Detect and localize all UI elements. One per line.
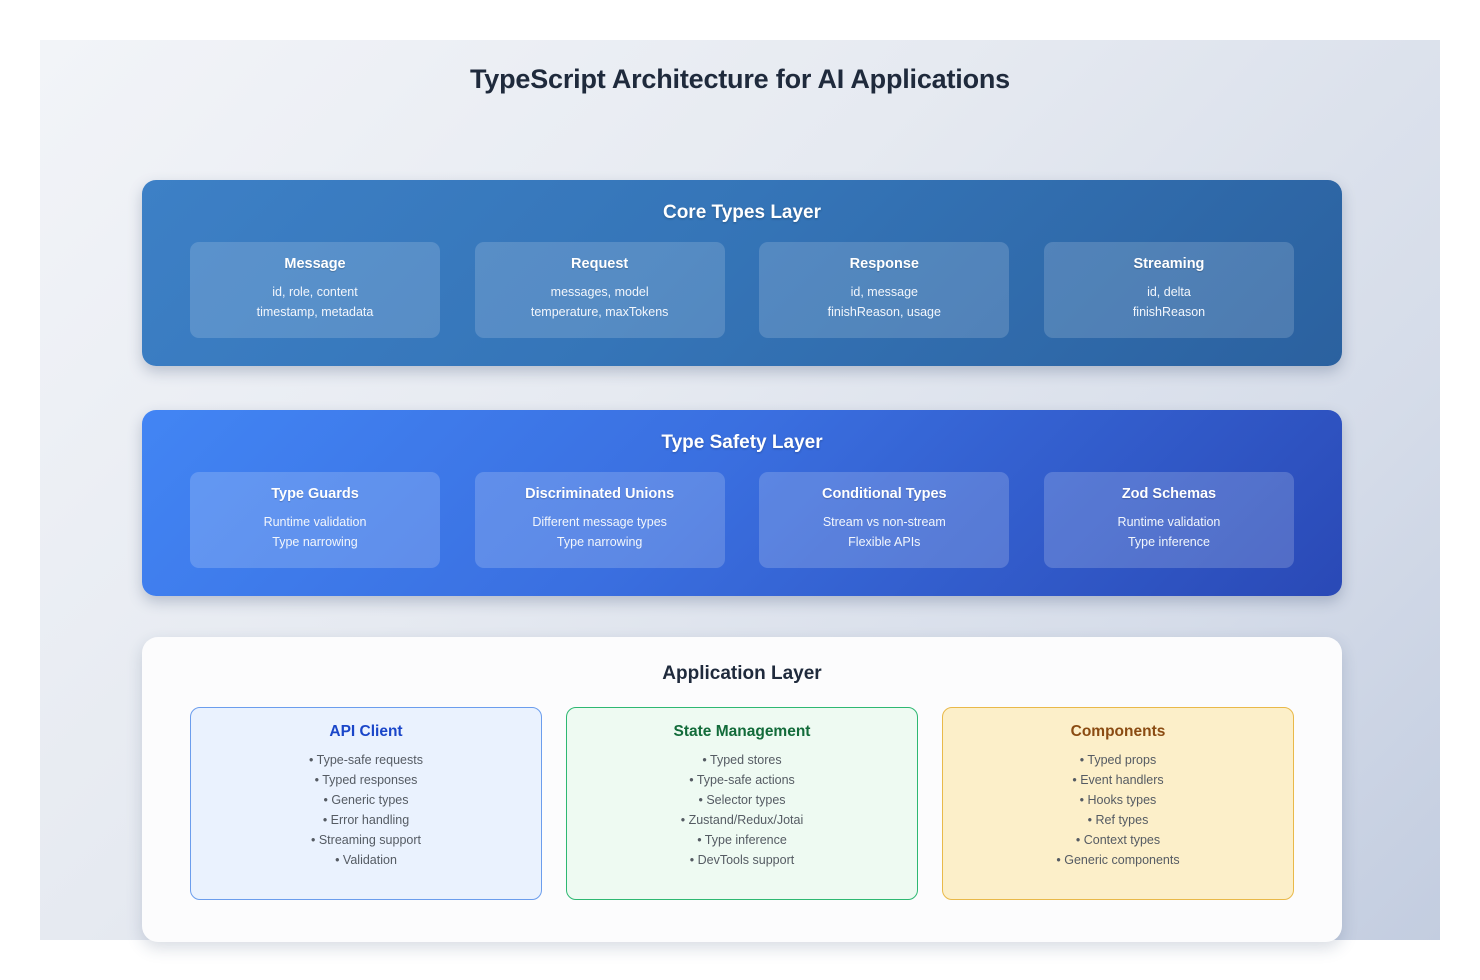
core-type-card-streaming[interactable]: Streaming id, delta finishReason — [1043, 242, 1294, 338]
application-layer-title: Application Layer — [662, 663, 822, 684]
card-line-1: Different message types — [532, 515, 667, 529]
card-line-1: messages, model — [550, 285, 649, 299]
type-safety-card-row: Type Guards Runtime validation Type narr… — [142, 454, 1342, 590]
core-types-layer-title: Core Types Layer — [662, 202, 822, 223]
safety-card-type-guards[interactable]: Type Guards Runtime validation Type narr… — [190, 472, 440, 568]
card-bullet: • Typed stores — [702, 753, 782, 767]
card-bullet: • Error handling — [322, 813, 410, 827]
app-card-state-management[interactable]: State Management • Typed stores • Type-s… — [566, 707, 918, 900]
card-line-2: Flexible APIs — [848, 535, 921, 549]
core-type-card-request[interactable]: Request messages, model temperature, max… — [474, 242, 725, 338]
card-line-1: Runtime validation — [263, 515, 367, 529]
card-bullet: • Hooks types — [1079, 793, 1157, 807]
card-title: Type Guards — [271, 486, 359, 502]
card-bullet: • Context types — [1075, 833, 1161, 847]
card-line-1: id, delta — [1147, 285, 1191, 299]
card-bullet: • Selector types — [698, 793, 786, 807]
card-line-1: id, role, content — [272, 285, 358, 299]
app-card-api-client[interactable]: API Client • Type-safe requests • Typed … — [190, 707, 542, 900]
card-line-2: finishReason — [1132, 305, 1206, 319]
card-line-1: Runtime validation — [1117, 515, 1221, 529]
page-title: TypeScript Architecture for AI Applicati… — [470, 64, 1010, 94]
card-bullet: • Type-safe requests — [309, 753, 423, 767]
card-line-1: id, message — [850, 285, 919, 299]
card-bullet: • Typed props — [1079, 753, 1157, 767]
card-bullet: • Type-safe actions — [689, 773, 795, 787]
type-safety-layer: Type Safety Layer Type Guards Runtime va… — [142, 410, 1342, 596]
card-line-2: finishReason, usage — [827, 305, 941, 319]
application-card-row: API Client • Type-safe requests • Typed … — [142, 685, 1342, 900]
card-title: Zod Schemas — [1121, 486, 1217, 502]
safety-card-zod-schemas[interactable]: Zod Schemas Runtime validation Type infe… — [1043, 472, 1294, 568]
application-layer: Application Layer API Client • Type-safe… — [142, 637, 1342, 942]
card-title: Components — [1070, 723, 1166, 740]
safety-card-discriminated-unions[interactable]: Discriminated Unions Different message t… — [474, 472, 725, 568]
card-title: Message — [284, 256, 346, 272]
card-title: Response — [849, 256, 919, 272]
card-bullet: • Zustand/Redux/Jotai — [680, 813, 804, 827]
type-safety-layer-title: Type Safety Layer — [661, 432, 823, 453]
card-title: State Management — [673, 723, 811, 740]
card-bullet: • Event handlers — [1072, 773, 1164, 787]
card-bullet: • Generic types — [323, 793, 409, 807]
card-bullet: • Ref types — [1087, 813, 1149, 827]
card-title: Discriminated Unions — [525, 486, 675, 502]
safety-card-conditional-types[interactable]: Conditional Types Stream vs non-stream F… — [759, 472, 1010, 568]
card-line-1: Stream vs non-stream — [822, 515, 946, 529]
card-bullet: • Type inference — [697, 833, 787, 847]
card-line-2: timestamp, metadata — [256, 305, 374, 319]
card-title: API Client — [329, 723, 403, 740]
card-line-2: temperature, maxTokens — [530, 305, 669, 319]
card-bullet: • Generic components — [1056, 853, 1180, 867]
card-bullet: • Validation — [335, 853, 397, 867]
card-bullet: • DevTools support — [689, 853, 795, 867]
card-bullet: • Typed responses — [314, 773, 418, 787]
card-line-2: Type narrowing — [556, 535, 643, 549]
core-types-card-row: Message id, role, content timestamp, met… — [142, 224, 1342, 360]
core-type-card-message[interactable]: Message id, role, content timestamp, met… — [190, 242, 440, 338]
card-title: Streaming — [1133, 256, 1205, 272]
core-type-card-response[interactable]: Response id, message finishReason, usage — [759, 242, 1010, 338]
diagram-canvas: TypeScript Architecture for AI Applicati… — [40, 40, 1440, 942]
card-bullet: • Streaming support — [311, 833, 421, 847]
card-line-2: Type narrowing — [272, 535, 358, 549]
app-card-components[interactable]: Components • Typed props • Event handler… — [942, 707, 1294, 900]
card-line-2: Type inference — [1127, 535, 1210, 549]
core-types-layer: Core Types Layer Message id, role, conte… — [142, 180, 1342, 366]
card-title: Request — [571, 256, 629, 272]
card-title: Conditional Types — [822, 486, 947, 502]
